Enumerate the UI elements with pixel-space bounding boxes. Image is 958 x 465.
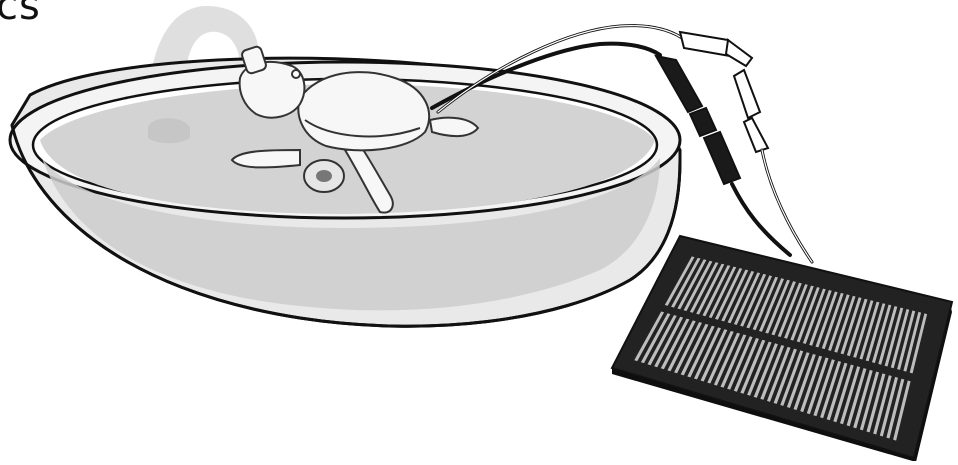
- panel-wire-light: [762, 150, 812, 262]
- panel-wire-dark: [732, 184, 790, 255]
- solar-panel: [612, 236, 952, 461]
- alligator-clip-dark-bottom: [704, 132, 740, 184]
- corner-text: cs: [0, 0, 41, 26]
- panel-wires: [732, 150, 812, 262]
- fountain-base: [148, 118, 190, 143]
- pump-outlet-hole: [316, 170, 332, 182]
- turtle-shell: [298, 72, 429, 150]
- alligator-clip-light-top: [680, 32, 752, 66]
- alligator-clip-light-bottom: [734, 70, 768, 152]
- panel-wire-light-inner: [762, 150, 812, 262]
- turtle-eye: [292, 70, 300, 78]
